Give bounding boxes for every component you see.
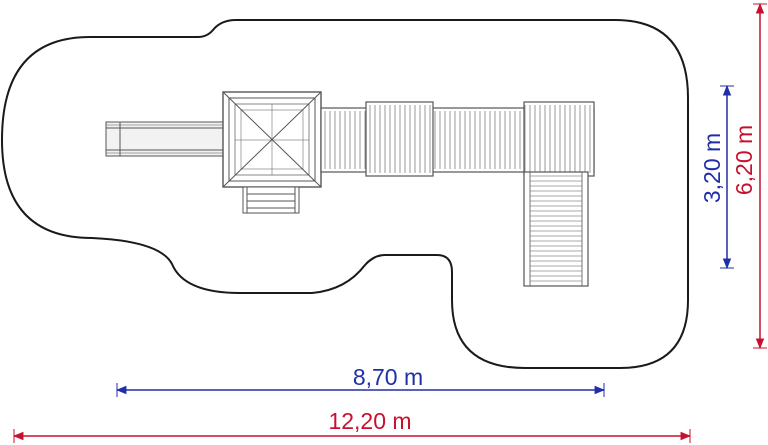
total-length-label: 12,20 m bbox=[328, 408, 411, 434]
play-structure bbox=[105, 91, 595, 287]
left-bridge bbox=[105, 121, 225, 157]
roof-tower bbox=[222, 91, 322, 188]
structure-length-label: 8,70 m bbox=[353, 364, 423, 390]
tower-ladder bbox=[242, 186, 300, 214]
walkway-vertical bbox=[523, 171, 589, 287]
total-width-label: 6,20 m bbox=[731, 125, 757, 195]
walkway-horizontal bbox=[320, 101, 595, 177]
structure-width-label: 3,20 m bbox=[699, 133, 725, 203]
safety-zone-outline bbox=[0, 19, 689, 369]
